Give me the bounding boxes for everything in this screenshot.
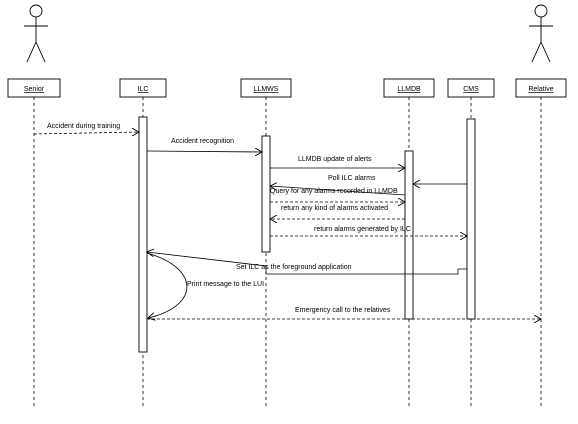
message-10-label: Print message to the LUI xyxy=(187,281,264,288)
participant-relative: Relative xyxy=(515,78,567,98)
message-1-arrow xyxy=(33,132,139,134)
participant-ilc-label: ILC xyxy=(138,86,149,93)
message-1-label: Accident during training xyxy=(47,123,120,130)
activation-cms xyxy=(466,118,476,320)
participant-llmdb-label: LLMDB xyxy=(397,86,421,93)
participant-senior: Senior xyxy=(7,78,61,98)
relative-actor-icon xyxy=(529,4,553,63)
senior-actor-icon xyxy=(24,4,48,63)
message-8-label: return alarms generated by ILC xyxy=(314,226,411,233)
activation-llmdb xyxy=(404,150,414,320)
activation-ilc xyxy=(138,116,148,353)
participant-llmws: LLMWS xyxy=(240,78,292,98)
participant-llmws-label: LLMWS xyxy=(254,86,279,93)
message-9-arrow xyxy=(147,252,467,275)
message-6-label: return any kind of alarms activated xyxy=(281,205,388,212)
message-3-label: LLMDB update of alerts xyxy=(298,156,372,163)
message-2-arrow xyxy=(146,151,262,152)
message-10-arrow xyxy=(146,252,188,318)
activation-llmws xyxy=(261,135,271,253)
message-2-label: Accident recognition xyxy=(171,138,234,145)
participant-llmdb: LLMDB xyxy=(383,78,435,98)
participant-relative-label: Relative xyxy=(528,86,553,93)
participant-senior-label: Senior xyxy=(24,86,45,93)
message-9-label: Set ILC as the foreground application xyxy=(236,264,352,271)
message-4-label: Poll ILC alarms xyxy=(328,175,376,182)
participant-cms: CMS xyxy=(447,78,495,98)
message-5-label: Query for any alarms recorded in LLMDB xyxy=(270,188,398,195)
participant-cms-label: CMS xyxy=(463,86,479,93)
message-5-arrow xyxy=(270,186,406,196)
participant-ilc: ILC xyxy=(119,78,167,98)
message-11-label: Emergency call to the relatives xyxy=(295,307,391,314)
